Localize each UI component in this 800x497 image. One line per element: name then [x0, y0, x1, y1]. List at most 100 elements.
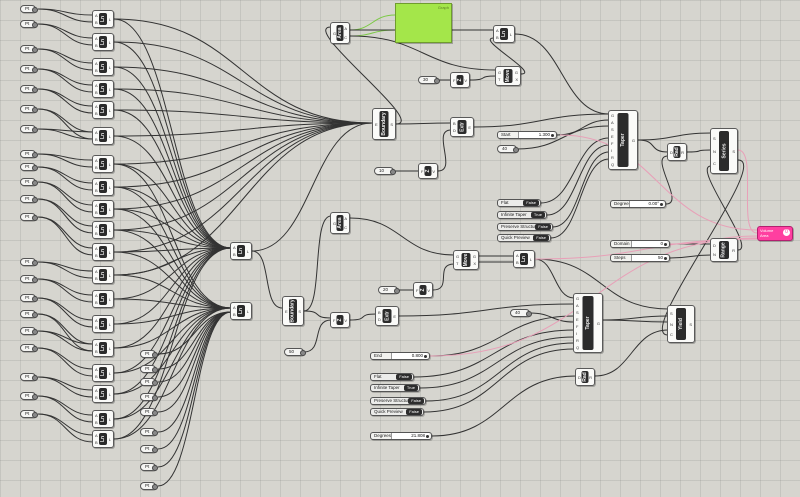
boundary-component-inputs[interactable]: E — [375, 109, 378, 139]
pt-param-output-grip[interactable] — [32, 67, 38, 73]
move-component-input-pin[interactable]: T — [456, 261, 459, 267]
ln-component-outputs[interactable]: L — [109, 156, 111, 172]
taper-component-input-pin[interactable]: I — [611, 148, 613, 153]
ln-component-input-pin[interactable]: B — [233, 252, 236, 257]
taper-component-input-pin[interactable]: I — [576, 331, 578, 336]
range-component-outputs[interactable]: R — [732, 239, 735, 261]
steps-slider-handle[interactable] — [664, 256, 667, 260]
taper-component-outputs[interactable]: G — [597, 294, 600, 352]
area-component-input-pin[interactable]: G — [333, 30, 337, 36]
ln-component-input-pin[interactable]: B — [95, 20, 98, 25]
area-component-inputs[interactable]: G — [333, 23, 336, 43]
ln-component-input-pin[interactable]: B — [95, 165, 98, 170]
taper-component-input-pin[interactable]: F — [576, 324, 579, 329]
preserve-structure-toggle-lower-value[interactable]: False — [408, 398, 424, 404]
pt-param[interactable]: Pt — [140, 350, 158, 358]
ln-component-output-pin[interactable]: L — [246, 308, 249, 314]
extr-component-output-pin[interactable]: E — [393, 313, 396, 319]
pt-param-output-grip[interactable] — [32, 165, 38, 171]
pt-param-output-grip[interactable] — [32, 412, 38, 418]
pt-param[interactable]: Pt — [20, 20, 38, 28]
z-component-input-pin[interactable]: F — [453, 77, 456, 83]
pt-param[interactable]: Pt — [20, 373, 38, 381]
steps-slider-track[interactable] — [630, 255, 667, 261]
move-component-output-pin[interactable]: X — [473, 261, 476, 267]
pt-param-output-grip[interactable] — [152, 410, 158, 416]
z-component-inputs[interactable]: F — [333, 313, 335, 327]
pt-param-output-grip[interactable] — [32, 47, 38, 53]
value-50[interactable]: 50 — [284, 348, 306, 356]
z-component-input-pin[interactable]: F — [416, 287, 419, 293]
ln-component-input-pin[interactable]: A — [95, 61, 98, 66]
pt-param[interactable]: Pt — [20, 125, 38, 133]
ln-component-output-pin[interactable]: L — [529, 256, 532, 262]
ln-component-outputs[interactable]: L — [247, 303, 249, 319]
extr-component-outputs[interactable]: E — [393, 307, 396, 325]
ln-component-outputs[interactable]: L — [109, 291, 111, 307]
boundary-component-output-pin[interactable]: S — [390, 121, 393, 127]
z-component-inputs[interactable]: F — [421, 164, 423, 178]
pt-param[interactable]: Pt — [140, 428, 158, 436]
value-10[interactable]: 10 — [374, 167, 396, 175]
pt-param-output-grip[interactable] — [32, 277, 38, 283]
rad-component-input-pin[interactable]: D — [578, 374, 581, 380]
flat-toggle-value[interactable]: False — [523, 200, 539, 206]
ln-component-input-pin[interactable]: B — [95, 231, 98, 236]
ln-component-input-pin[interactable]: B — [95, 210, 98, 215]
ln-component-input-pin[interactable]: A — [516, 253, 519, 258]
z-component-output-pin[interactable]: V — [427, 287, 430, 293]
pt-param-output-grip[interactable] — [32, 329, 38, 335]
graph-panel[interactable]: Graph — [395, 3, 452, 43]
z-component-outputs[interactable]: V — [344, 313, 347, 327]
pt-param[interactable]: Pt — [20, 45, 38, 53]
ln-component-outputs[interactable]: L — [109, 102, 111, 118]
series-component-input-pin[interactable]: N — [713, 148, 716, 154]
pt-param-output-grip[interactable] — [32, 346, 38, 352]
pt-param-output-grip[interactable] — [32, 296, 38, 302]
pt-param[interactable]: Pt — [20, 178, 38, 186]
ln-component-output-pin[interactable]: L — [108, 16, 111, 22]
ln-component-outputs[interactable]: L — [109, 11, 111, 27]
value-40-output-grip[interactable] — [513, 147, 519, 153]
ln-component-input-pin[interactable]: A — [95, 181, 98, 186]
ln-component-outputs[interactable]: L — [109, 128, 111, 144]
ln-component-input-pin[interactable]: B — [95, 111, 98, 116]
ln-component-input-pin[interactable]: A — [95, 246, 98, 251]
taper-component-input-pin[interactable]: Q — [611, 162, 615, 167]
ln-component-output-pin[interactable]: L — [108, 161, 111, 167]
area-component-output-pin[interactable]: C — [344, 34, 347, 40]
pt-param-output-grip[interactable] — [32, 197, 38, 203]
value-30[interactable]: 30 — [418, 76, 440, 84]
taper-component-input-pin[interactable]: E — [576, 317, 579, 322]
ln-component-outputs[interactable]: L — [247, 243, 249, 259]
ln-component-output-pin[interactable]: L — [509, 31, 512, 37]
value-50-output-grip[interactable] — [300, 350, 306, 356]
z-component-outputs[interactable]: V — [464, 73, 467, 87]
taper-component-input-pin[interactable]: A — [576, 303, 579, 308]
preserve-structure-toggle-value[interactable]: False — [535, 224, 551, 230]
pt-param-output-grip[interactable] — [32, 312, 38, 318]
z-component-output-pin[interactable]: V — [344, 317, 347, 323]
rad-component-input-pin[interactable]: D — [670, 149, 673, 155]
z-component-input-pin[interactable]: F — [421, 168, 424, 174]
infinite-taper-toggle-lower-value[interactable]: True — [403, 385, 418, 391]
